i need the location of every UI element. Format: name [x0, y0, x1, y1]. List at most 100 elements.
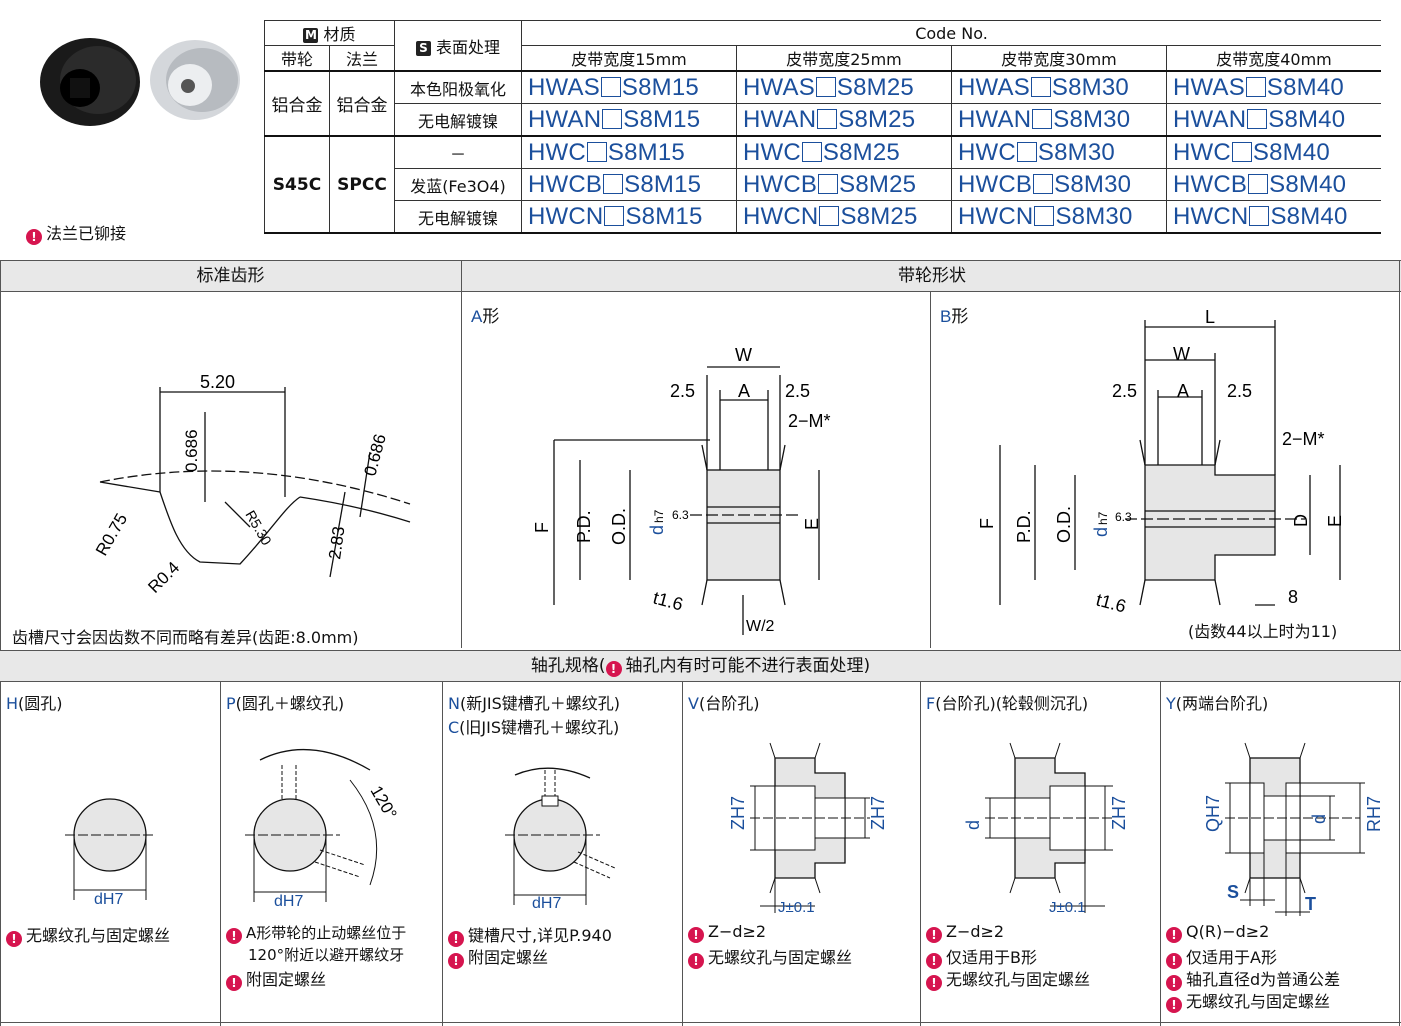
dim-label: W: [735, 345, 752, 365]
dim-label: 2.5: [670, 381, 695, 401]
bore-v-diagram: ZH7 ZH7 J±0.1: [728, 742, 888, 916]
dim-label: F: [977, 518, 997, 529]
warning-icon: !: [1166, 975, 1182, 991]
dim-label: d: [647, 525, 667, 535]
silver-pulley-photo: [150, 40, 240, 120]
dim-label: S: [1227, 882, 1239, 902]
dim-label: P.D.: [574, 510, 594, 543]
bore-f-diagram: d ZH7 J±0.1: [963, 742, 1129, 916]
surface-cell: 无电解镀镍: [394, 103, 522, 137]
shape-section-title: 带轮形状: [461, 260, 1401, 292]
pulley-header: 带轮: [264, 45, 330, 72]
bore-p-note: 120°附近以避开螺纹牙: [248, 946, 405, 964]
bore-h-title: H(圆孔): [6, 694, 63, 713]
dim-label: h7: [1096, 511, 1110, 525]
dim-label: W/2: [746, 618, 775, 635]
bore-f-note: !无螺纹孔与固定螺丝: [926, 966, 1090, 991]
shape-b-title: B形B形: [940, 307, 969, 327]
warning-icon: !: [448, 931, 464, 947]
dim-label: P.D.: [1014, 510, 1034, 543]
dim-label: E: [802, 518, 822, 530]
bore-p-note: !附固定螺丝: [226, 966, 326, 991]
dim-label: 2−M*: [1282, 429, 1325, 449]
dim-label: J±0.1: [778, 899, 815, 916]
dim-label: O.D.: [609, 508, 629, 545]
dim-label: E: [1325, 515, 1345, 527]
bore-f-note: !Z−d≥2: [926, 922, 1004, 943]
dim-label: ZH7: [1109, 796, 1129, 830]
bore-section-title: 轴孔规格(!轴孔内有时可能不进行表面处理): [0, 650, 1401, 682]
warning-icon: !: [1166, 953, 1182, 969]
dim-label: RH7: [1364, 796, 1384, 832]
tooth-note: 齿槽尺寸会因齿数不同而略有差异(齿距:8.0mm): [12, 628, 359, 647]
surface-cell: 发蓝(Fe3O4): [394, 168, 522, 201]
warning-icon: !: [926, 953, 942, 969]
shape-b-note: (齿数44以上时为11): [1188, 622, 1338, 641]
dim-label: d: [963, 820, 983, 830]
dim-label: ZH7: [728, 796, 748, 830]
warning-icon: !: [688, 953, 704, 969]
dim-label: 120°: [367, 783, 401, 823]
surface-cell: 无电解镀镍: [394, 200, 522, 234]
bore-f-title: F(台阶孔)(轮毂侧沉孔): [926, 694, 1089, 713]
bore-n-note: !附固定螺丝: [448, 944, 548, 969]
bore-v-title: V(台阶孔): [688, 694, 760, 713]
flange-material: SPCC: [329, 135, 395, 234]
bore-n-diagram: dH7: [505, 767, 616, 910]
warning-icon: !: [6, 931, 22, 947]
bore-y-title: Y(两端台阶孔): [1166, 694, 1269, 713]
bore-v-note: !无螺纹孔与固定螺丝: [688, 944, 852, 969]
bore-h-diagram: dH7: [65, 798, 155, 908]
dim-label: h7: [652, 509, 666, 523]
warning-icon: !: [1166, 997, 1182, 1013]
warning-icon: !: [688, 927, 704, 943]
bore-p-title: P(圆孔＋螺纹孔): [226, 694, 345, 713]
dim-label: J±0.1: [1049, 899, 1086, 916]
dim-label: O.D.: [1054, 506, 1074, 543]
m-tag-icon: M: [303, 28, 319, 43]
shape-a-title: AA形形: [471, 307, 500, 327]
black-pulley-photo: [40, 38, 140, 126]
roughness-label: 6.3: [672, 508, 689, 522]
warning-icon: !: [605, 661, 622, 677]
pulley-material: S45C: [264, 135, 330, 234]
surface-cell: －: [394, 135, 522, 169]
dim-label: 8: [1288, 587, 1298, 607]
s-tag-icon: S: [415, 40, 431, 56]
product-photo: [40, 38, 240, 126]
dim-label: 2.83: [325, 525, 348, 560]
tooth-section-title: 标准齿形: [0, 260, 461, 292]
dim-label: ZH7: [868, 796, 888, 830]
bore-p-diagram: 120° dH7: [245, 749, 401, 910]
warning-icon: !: [926, 927, 942, 943]
dim-label: t1.6: [651, 588, 685, 615]
shape-b-diagram: L W A 2.5 2.5 2−M* F P.D. O.D. d h7 6.3 …: [977, 307, 1345, 615]
bore-n-note: !键槽尺寸,详见P.940: [448, 922, 612, 947]
product-note: !法兰已铆接: [26, 220, 126, 245]
dim-label: d: [1309, 814, 1329, 824]
dim-label: d: [1091, 527, 1111, 537]
width-header: 皮带宽度15mm: [521, 45, 737, 72]
warning-icon: !: [26, 229, 42, 245]
warning-icon: !: [448, 953, 464, 969]
dim-label: 2.5: [1112, 381, 1137, 401]
warning-icon: !: [226, 928, 242, 944]
pitch-dim: 5.20: [200, 372, 235, 392]
